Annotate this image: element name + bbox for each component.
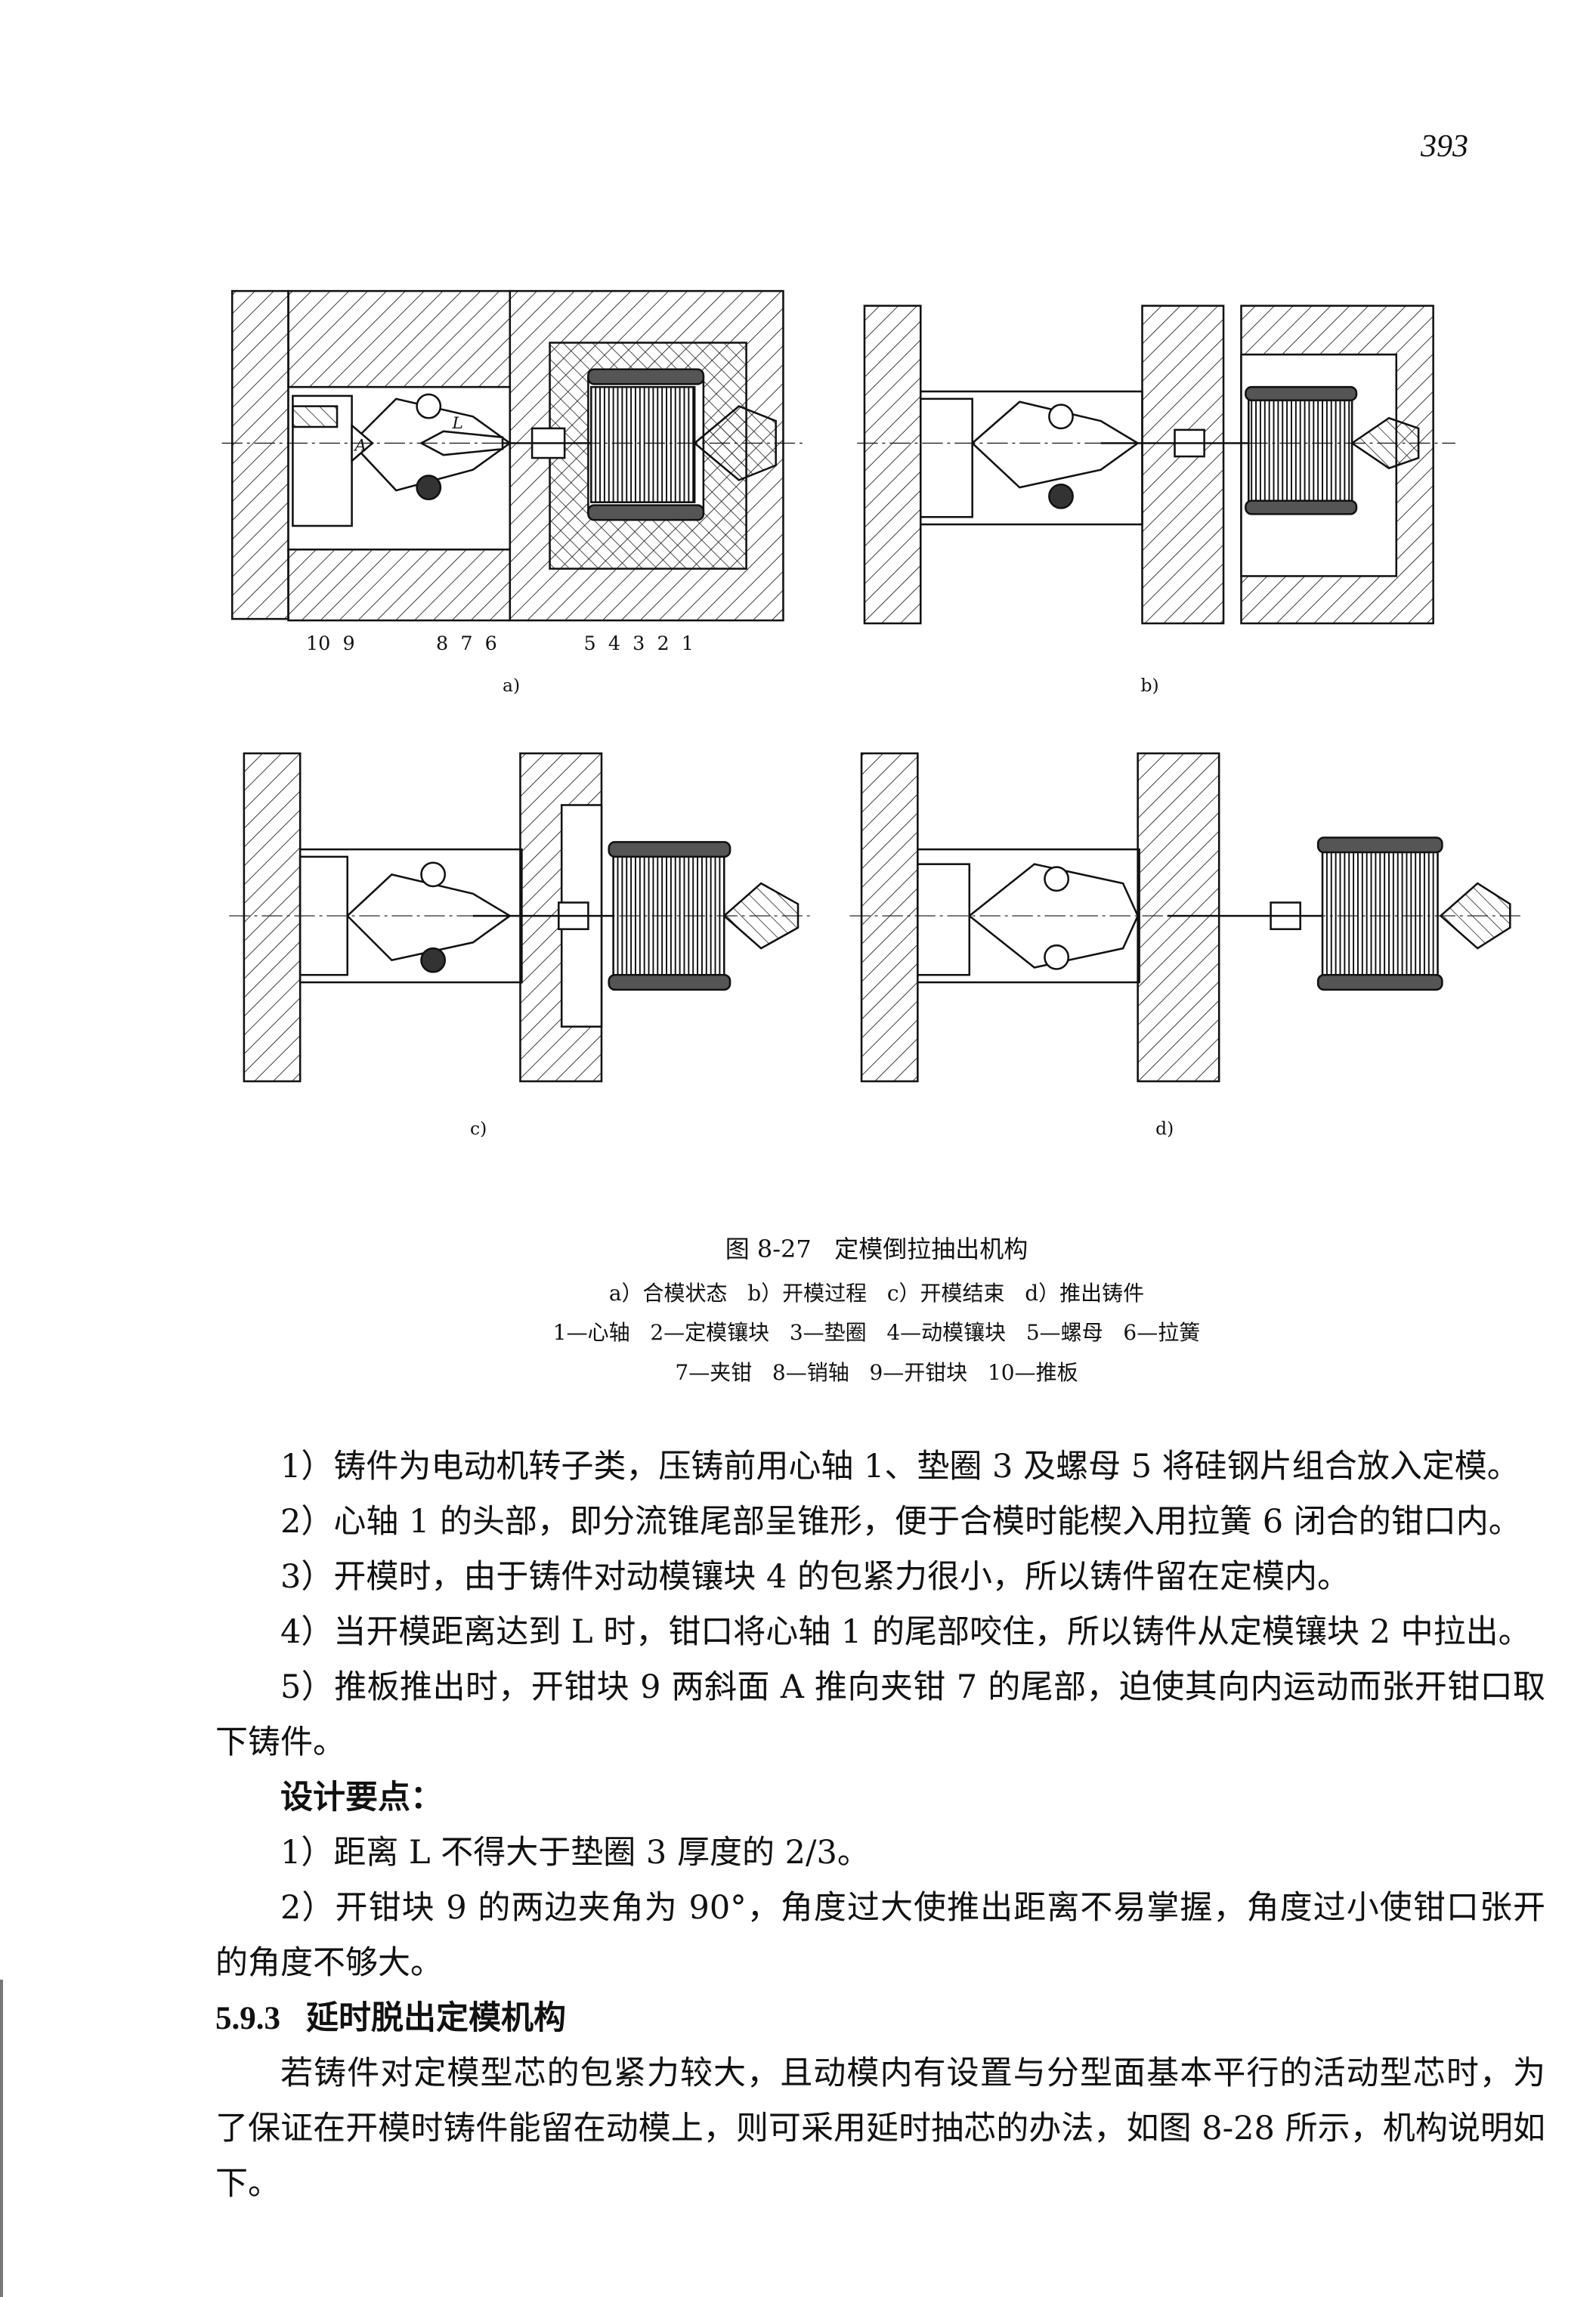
section-number: 5.9.3 (215, 2001, 280, 2036)
panel-b-opening: b) (857, 305, 1455, 696)
list-item: 5）推板推出时，开钳块 9 两斜面 A 推向夹钳 7 的尾部，迫使其向内运动而张… (215, 1668, 1545, 1761)
scan-edge-line (0, 1980, 3, 2297)
figure-legend-line-2: 7—夹钳 8—销轴 9—开钳块 10—推板 (675, 1360, 1078, 1385)
fixed-plate (860, 752, 919, 1083)
push-plate (919, 397, 973, 518)
list-item: 3）开模时，由于铸件对动模镶块 4 的包紧力很小，所以铸件留在定模内。 (280, 1558, 1350, 1596)
page-number: 393 (1421, 129, 1468, 164)
design-points-heading: 设计要点： (280, 1779, 443, 1816)
pin-axis (1044, 944, 1070, 970)
panel-label-d: d) (1155, 1118, 1174, 1139)
panel-d-ejection: d) (849, 752, 1522, 1139)
rotor-casting (1321, 848, 1439, 981)
pin-axis-8 (416, 475, 442, 501)
pin-axis (420, 861, 447, 888)
list-item: 4）当开模距离达到 L 时，钳口将心轴 1 的尾部咬住，所以铸件从定模镶块 2 … (280, 1613, 1531, 1651)
moving-plate (1137, 752, 1220, 1083)
push-plate (917, 863, 971, 976)
top-frame (287, 289, 512, 388)
washer-3 (587, 504, 705, 521)
rotor-laminations (590, 385, 696, 503)
rotor-casting (612, 852, 725, 976)
pin-axis (420, 947, 447, 973)
fixed-plate (243, 752, 302, 1083)
design-point-item: 1）距离 L 不得大于垫圈 3 厚度的 2/3。 (280, 1834, 870, 1872)
pin-axis (1048, 483, 1074, 509)
section-paragraph: 若铸件对定模型芯的包紧力较大，且动模内有设置与分型面基本平行的活动型芯时，为了保… (215, 2054, 1545, 2203)
rotor-laminations (1247, 397, 1353, 503)
body-text: 1）铸件为电动机转子类，压铸前用心轴 1、垫圈 3 及螺母 5 将硅钢片组合放入… (215, 1439, 1545, 2212)
part-numbers-mid: 8 7 6 (436, 632, 497, 654)
marker-A: A (354, 436, 367, 455)
figure-legend-line-1: 1—心轴 2—定模镶块 3—垫圈 4—动模镶块 5—螺母 6—拉簧 (552, 1320, 1201, 1345)
list-item: 1）铸件为电动机转子类，压铸前用心轴 1、垫圈 3 及螺母 5 将硅钢片组合放入… (280, 1448, 1520, 1485)
panel-c-open-end: c) (229, 752, 813, 1139)
figure-caption-title: 图 8-27 定模倒拉抽出机构 (725, 1235, 1028, 1263)
design-point-item: 2）开钳块 9 的两边夹角为 90°，角度过大使推出距离不易掌握，角度过小使钳口… (215, 1889, 1545, 1982)
panel-label-b: b) (1141, 675, 1159, 696)
moving-plate (1141, 305, 1225, 625)
pin-axis (1048, 403, 1074, 430)
fixed-plate (863, 305, 922, 625)
section-heading: 5.9.3 延时脱出定模机构 (215, 1991, 1545, 2046)
panel-label-c: c) (470, 1118, 487, 1139)
pin-axis (1044, 866, 1070, 892)
part-numbers-left: 10 9 (306, 632, 355, 654)
panel-a-closed-state: A L 10 9 8 7 6 5 4 3 2 1 a) (221, 289, 806, 696)
washer-3 (587, 368, 705, 385)
marker-L: L (452, 414, 463, 433)
bottom-frame (287, 548, 512, 622)
list-item: 2）心轴 1 的头部，即分流锥尾部呈锥形，便于合模时能楔入用拉簧 6 闭合的钳口… (280, 1503, 1521, 1541)
panel-label-a: a) (503, 675, 520, 696)
part-numbers-right: 5 4 3 2 1 (584, 632, 694, 654)
section-title: 延时脱出定模机构 (306, 1999, 566, 2037)
fixed-plate (230, 289, 289, 620)
figure-caption-subtitles: a）合模状态 b）开模过程 c）开模结束 d）推出铸件 (608, 1281, 1145, 1306)
pin-axis-8 (416, 393, 442, 419)
bolt (292, 405, 339, 428)
